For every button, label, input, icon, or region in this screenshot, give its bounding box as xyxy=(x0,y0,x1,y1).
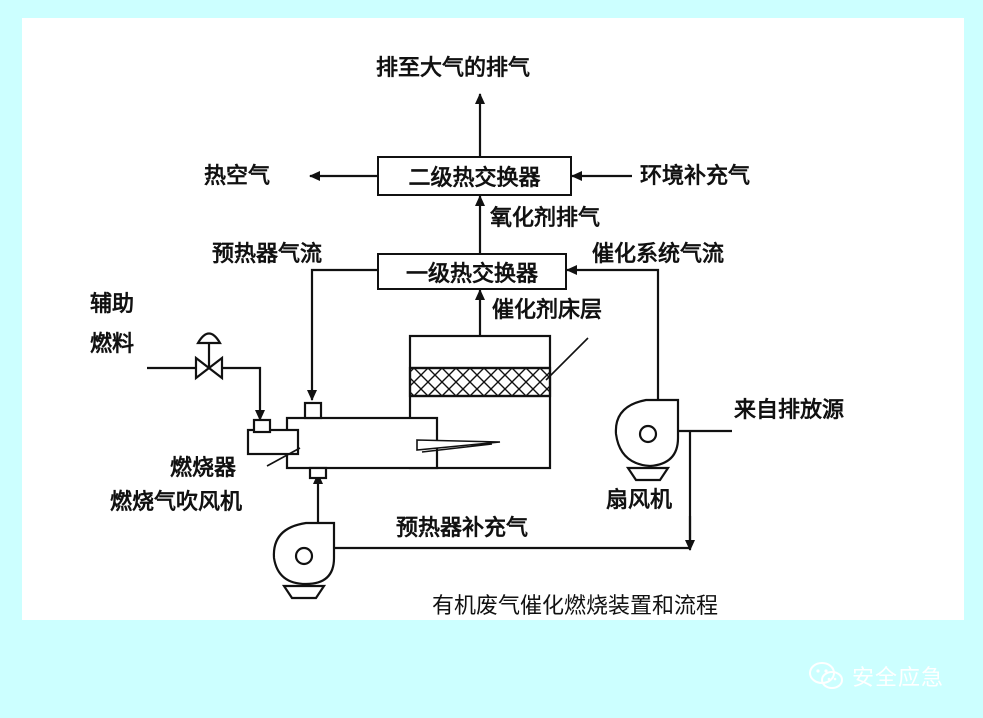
aux-fuel-line-2 xyxy=(222,366,265,421)
label-catalytic-flow: 催化系统气流 xyxy=(592,242,725,267)
catalyst-bed xyxy=(408,366,552,398)
label-source-in: 来自排放源 xyxy=(734,398,845,423)
label-preheater-flow: 预热器气流 xyxy=(212,242,323,267)
label-burner: 燃烧器 xyxy=(170,456,237,481)
label-ambient-makeup: 环境补充气 xyxy=(640,164,751,189)
label-preheater-makeup: 预热器补充气 xyxy=(396,516,529,541)
burner-nozzle xyxy=(246,428,300,456)
stage2-heat-exchanger: 二级热交换器 xyxy=(377,156,572,196)
label-catalyst-bed: 催化剂床层 xyxy=(492,298,603,323)
label-oxidizer-exhaust: 氧化剂排气 xyxy=(490,206,601,231)
wechat-icon xyxy=(809,662,843,689)
catalytic-flow-line xyxy=(566,265,660,400)
fan xyxy=(614,398,680,482)
flame xyxy=(416,439,501,453)
watermark-text: 安全应急 xyxy=(852,666,945,691)
label-hot-air: 热空气 xyxy=(204,164,271,189)
fuel-valve xyxy=(194,332,224,381)
combustion-chamber xyxy=(285,416,439,470)
stage1-heat-exchanger: 一级热交换器 xyxy=(377,253,567,290)
label-fan: 扇风机 xyxy=(606,488,673,513)
burner-blower xyxy=(272,521,336,600)
diagram-caption: 有机废气催化燃烧装置和流程 xyxy=(432,594,719,619)
label-burner-blower: 燃烧气吹风机 xyxy=(110,490,243,515)
label-aux-fuel-1: 辅助 xyxy=(90,292,135,317)
watermark: 安全应急 xyxy=(808,660,944,692)
label-aux-fuel-2: 燃料 xyxy=(90,332,135,357)
label-exhaust-top: 排至大气的排气 xyxy=(376,56,531,81)
preheater-flow-line xyxy=(307,268,377,401)
process-flow-diagram xyxy=(147,93,732,600)
diagram-panel: 二级热交换器 一级热交换器 排至大气的排气 热空气 环境补充气 氧化剂排气 预热… xyxy=(22,18,964,620)
